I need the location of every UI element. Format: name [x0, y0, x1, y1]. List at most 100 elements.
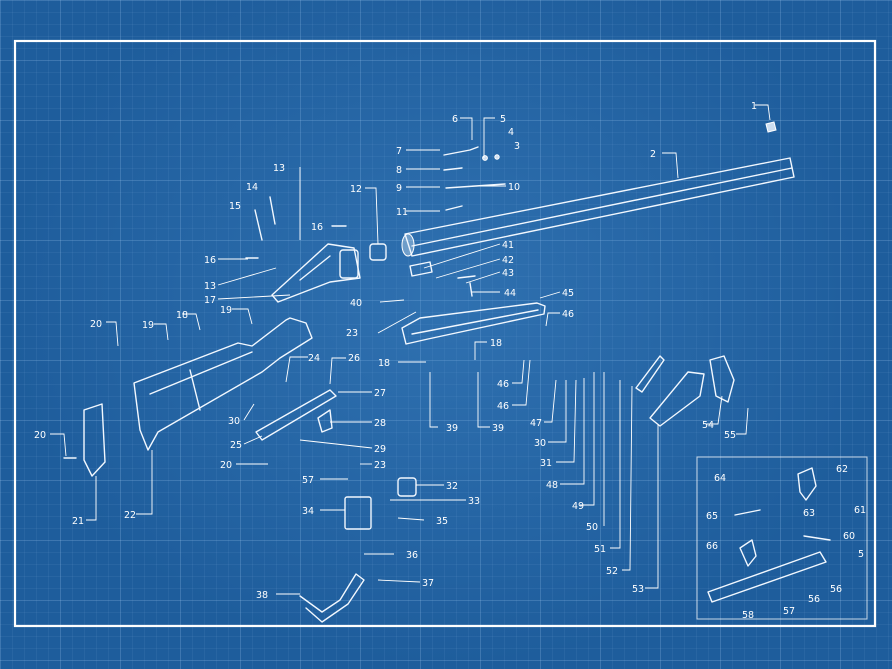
part-label-23: 23 [374, 460, 386, 471]
part-label-35: 35 [436, 516, 448, 527]
part-label-18: 18 [176, 310, 188, 321]
part-label-20: 20 [34, 430, 46, 441]
part-label-26: 26 [348, 353, 360, 364]
part-label-17: 17 [204, 295, 216, 306]
part-label-6: 6 [452, 114, 458, 125]
part-label-4: 4 [508, 127, 514, 138]
spring-52-part [635, 355, 665, 393]
part-label-16: 16 [311, 222, 323, 233]
part-label-48: 48 [546, 480, 558, 491]
part-label-57: 57 [302, 475, 314, 486]
part-label-14: 14 [246, 182, 258, 193]
part-label-64: 64 [714, 473, 726, 484]
lock-plate-part [344, 496, 372, 530]
part-label-32: 32 [446, 481, 458, 492]
inset-frame [696, 456, 868, 620]
part-label-46: 46 [497, 401, 509, 412]
forend-part [401, 302, 546, 345]
part-label-36: 36 [406, 550, 418, 561]
part-label-31: 31 [540, 458, 552, 469]
part-label-12: 12 [350, 184, 362, 195]
part-label-63: 63 [803, 508, 815, 519]
part-label-55: 55 [724, 430, 736, 441]
part-label-62: 62 [836, 464, 848, 475]
leader-lines [50, 104, 771, 595]
part-label-24: 24 [308, 353, 320, 364]
part-label-43: 43 [502, 268, 514, 279]
part-label-13: 13 [273, 163, 285, 174]
part-label-18: 18 [378, 358, 390, 369]
part-label-65: 65 [706, 511, 718, 522]
part-label-56: 56 [808, 594, 820, 605]
part-label-50: 50 [586, 522, 598, 533]
part-label-30: 30 [534, 438, 546, 449]
part-label-61: 61 [854, 505, 866, 516]
part-label-8: 8 [396, 165, 402, 176]
part-label-41: 41 [502, 240, 514, 251]
barrel-part [369, 157, 795, 261]
part-label-56: 56 [830, 584, 842, 595]
tang-part [255, 389, 337, 441]
part-label-39: 39 [446, 423, 458, 434]
hammer-54-part [709, 355, 735, 403]
part-label-37: 37 [422, 578, 434, 589]
inset-parts [707, 467, 831, 603]
part-label-46: 46 [497, 379, 509, 390]
part-label-10: 10 [508, 182, 520, 193]
pin-15-part [254, 209, 263, 241]
part-label-27: 27 [374, 388, 386, 399]
part-label-45: 45 [562, 288, 574, 299]
part-label-54: 54 [702, 420, 714, 431]
part-label-7: 7 [396, 146, 402, 157]
part-label-20: 20 [90, 319, 102, 330]
part-label-66: 66 [706, 541, 718, 552]
part-label-57: 57 [783, 606, 795, 617]
part-label-21: 21 [72, 516, 84, 527]
part-label-19: 19 [220, 305, 232, 316]
part-label-25: 25 [230, 440, 242, 451]
part-label-52: 52 [606, 566, 618, 577]
part-label-40: 40 [350, 298, 362, 309]
part-label-20: 20 [220, 460, 232, 471]
receiver-part [271, 243, 361, 303]
part-label-2: 2 [650, 149, 656, 160]
part-label-42: 42 [502, 255, 514, 266]
part-label-47: 47 [530, 418, 542, 429]
part-label-34: 34 [302, 506, 314, 517]
part-label-18: 18 [490, 338, 502, 349]
part-label-30: 30 [228, 416, 240, 427]
part-label-19: 19 [142, 320, 154, 331]
stock-part [133, 317, 313, 451]
part-label-39: 39 [492, 423, 504, 434]
outer-frame [13, 39, 877, 628]
sideplate-part [649, 371, 705, 427]
part-label-3: 3 [514, 141, 520, 152]
hammer-28-part [317, 409, 333, 433]
upper-small-parts [409, 146, 506, 297]
part-label-23: 23 [346, 328, 358, 339]
pin-14-part [269, 196, 276, 225]
part-label-11: 11 [396, 207, 408, 218]
part-label-44: 44 [504, 288, 516, 299]
part-label-1: 1 [751, 101, 757, 112]
part-label-58: 58 [742, 610, 754, 621]
part-label-49: 49 [572, 501, 584, 512]
part-label-16: 16 [204, 255, 216, 266]
part-32-shape [397, 477, 417, 497]
lever-part [299, 573, 365, 623]
part-label-33: 33 [468, 496, 480, 507]
part-label-13: 13 [204, 281, 216, 292]
part-label-5: 5 [500, 114, 506, 125]
part-label-46: 46 [562, 309, 574, 320]
part-label-29: 29 [374, 444, 386, 455]
part-label-9: 9 [396, 183, 402, 194]
part-label-53: 53 [632, 584, 644, 595]
part-label-22: 22 [124, 510, 136, 521]
part-label-60: 60 [843, 531, 855, 542]
front-sight-part [765, 121, 777, 133]
part-label-15: 15 [229, 201, 241, 212]
part-label-38: 38 [256, 590, 268, 601]
